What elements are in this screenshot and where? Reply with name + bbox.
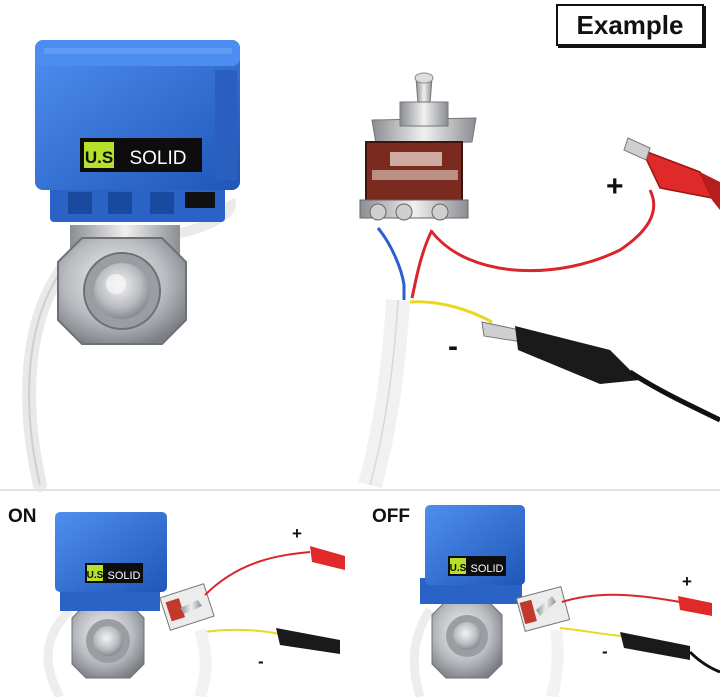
red-clip-top — [623, 137, 720, 210]
off-plus-label: + — [682, 572, 692, 591]
brand-solid-top: SOLID — [129, 148, 186, 169]
example-label: Example — [576, 9, 684, 40]
brand-solid-off: SOLID — [470, 563, 503, 575]
black-clip-top — [481, 321, 720, 423]
minus-label-top: - — [448, 330, 458, 363]
example-badge: Example — [556, 4, 704, 46]
off-panel-title: OFF — [372, 506, 410, 527]
on-panel-title: ON — [8, 506, 37, 527]
toggle-switch-on — [159, 583, 215, 631]
toggle-switch-off — [515, 586, 571, 632]
valve-actuator-on — [43, 512, 167, 697]
on-plus-label: + — [292, 524, 302, 543]
brand-us-on: U.S — [87, 570, 104, 581]
plus-label-top: + — [606, 170, 624, 203]
brand-us-top: U.S — [85, 148, 113, 167]
off-minus-label: - — [602, 642, 608, 661]
valve-actuator-top — [22, 40, 240, 492]
valve-actuator-off — [409, 505, 525, 697]
brand-solid-on: SOLID — [107, 570, 140, 582]
on-minus-label: - — [258, 652, 264, 671]
toggle-switch-top — [359, 72, 477, 221]
brand-us-off: U.S — [450, 563, 467, 574]
section-divider — [0, 489, 720, 491]
